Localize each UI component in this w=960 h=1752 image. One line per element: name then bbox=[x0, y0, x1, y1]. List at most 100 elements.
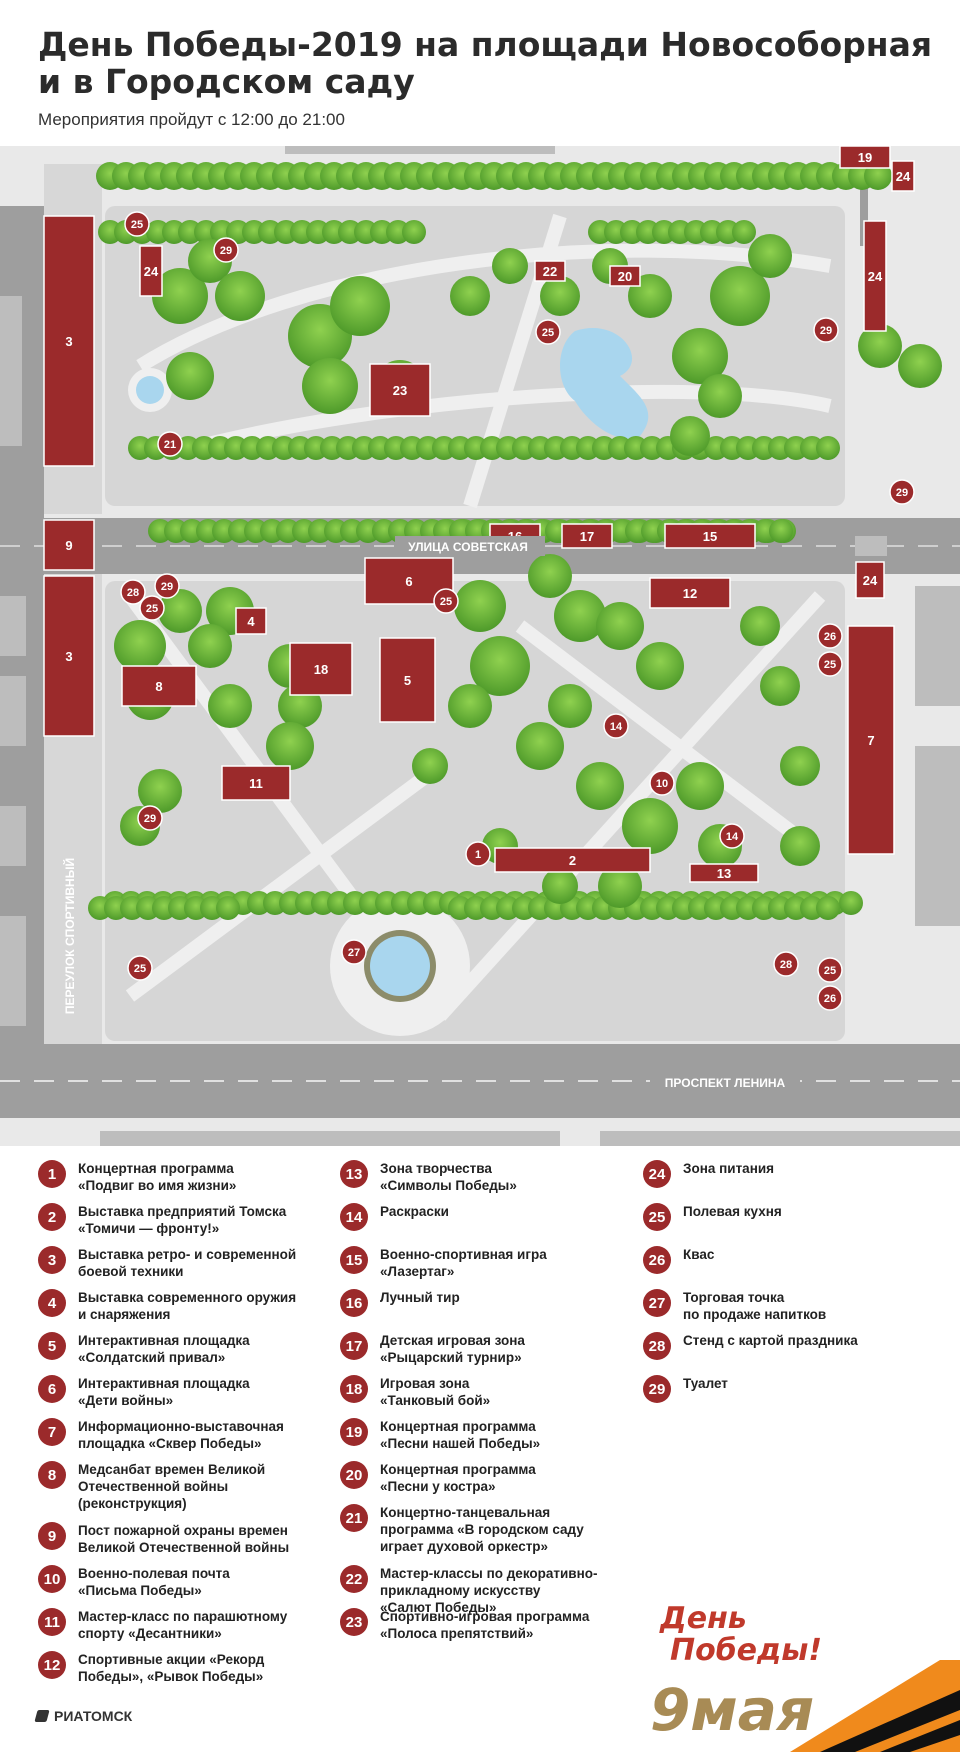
tree-clump bbox=[698, 374, 742, 418]
marker-zone-18: 18 bbox=[289, 642, 353, 696]
marker-number: 4 bbox=[247, 614, 255, 629]
legend-number-badge: 2 bbox=[38, 1203, 66, 1231]
page-subtitle: Мероприятия пройдут с 12:00 до 21:00 bbox=[38, 110, 345, 129]
marker-zone-12: 12 bbox=[649, 577, 731, 609]
marker-zone-2: 2 bbox=[494, 847, 651, 873]
legend-label: Зона питания bbox=[683, 1161, 775, 1176]
marker-zone-11: 11 bbox=[221, 765, 291, 801]
buildings bbox=[0, 146, 960, 1146]
marker-zone-19: 19 bbox=[839, 146, 891, 169]
legend-label: Военно-полевая почта «Письма Победы» bbox=[78, 1566, 230, 1598]
legend-number-badge: 26 bbox=[643, 1246, 671, 1274]
marker-number: 8 bbox=[155, 679, 162, 694]
marker-number: 24 bbox=[868, 269, 883, 284]
legend-label: Раскраски bbox=[380, 1204, 449, 1219]
tree-clump bbox=[748, 234, 792, 278]
marker-number: 1 bbox=[475, 849, 481, 861]
legend-item-8: 8 Медсанбат времен Великой Отечественной … bbox=[38, 1461, 318, 1512]
logo-line1: День bbox=[659, 1601, 747, 1636]
tree-clump bbox=[598, 864, 642, 908]
logo-line2: Победы! bbox=[670, 1633, 822, 1668]
page-title: День Победы-2019 на площади Новособорная… bbox=[38, 25, 933, 101]
marker-point-29: 29 bbox=[889, 479, 915, 505]
marker-number: 2 bbox=[569, 853, 576, 868]
marker-number: 25 bbox=[542, 327, 554, 339]
tree-clump bbox=[302, 358, 358, 414]
tree-clump bbox=[138, 769, 182, 813]
legend-number-badge: 11 bbox=[38, 1608, 66, 1636]
marker-number: 14 bbox=[610, 721, 623, 733]
tree-clump bbox=[636, 642, 684, 690]
marker-number: 28 bbox=[780, 959, 792, 971]
tree bbox=[864, 162, 892, 190]
legend-number-badge: 15 bbox=[340, 1246, 368, 1274]
marker-point-28: 28 bbox=[120, 579, 146, 605]
tree-clump bbox=[528, 554, 572, 598]
marker-number: 29 bbox=[161, 581, 173, 593]
marker-zone-8: 8 bbox=[121, 665, 197, 707]
legend-number-badge: 25 bbox=[643, 1203, 671, 1231]
marker-point-29: 29 bbox=[813, 317, 839, 343]
marker-number: 13 bbox=[717, 866, 731, 881]
tree-clump bbox=[470, 636, 530, 696]
legend-number-badge: 8 bbox=[38, 1461, 66, 1489]
marker-number: 24 bbox=[896, 169, 911, 184]
marker-number: 28 bbox=[127, 587, 139, 599]
tree-clump bbox=[676, 762, 724, 810]
legend-number-badge: 20 bbox=[340, 1461, 368, 1489]
legend-label: Пост пожарной охраны времен Великой Отеч… bbox=[78, 1523, 290, 1555]
marker-number: 27 bbox=[348, 947, 360, 959]
marker-point-21: 21 bbox=[157, 431, 183, 457]
tree-clump bbox=[596, 602, 644, 650]
legend-number-badge: 17 bbox=[340, 1332, 368, 1360]
legend-number-badge: 23 bbox=[340, 1608, 368, 1636]
legend-number-badge: 6 bbox=[38, 1375, 66, 1403]
legend-label: Военно-спортивная игра «Лазертаг» bbox=[380, 1247, 547, 1279]
marker-number: 25 bbox=[134, 963, 146, 975]
legend-number-badge: 18 bbox=[340, 1375, 368, 1403]
legend-label: Туалет bbox=[683, 1376, 728, 1391]
marker-point-29: 29 bbox=[137, 805, 163, 831]
marker-zone-9: 9 bbox=[43, 519, 95, 571]
street-label-sovetskaya: УЛИЦА СОВЕТСКАЯ bbox=[408, 540, 528, 554]
marker-number: 24 bbox=[863, 573, 878, 588]
legend-label: Лучный тир bbox=[380, 1290, 460, 1305]
marker-zone-3: 3 bbox=[43, 575, 95, 737]
tree-clump bbox=[710, 266, 770, 326]
marker-number: 17 bbox=[580, 529, 594, 544]
tree-clump bbox=[898, 344, 942, 388]
tree-clump bbox=[542, 868, 578, 904]
legend-number-badge: 21 bbox=[340, 1504, 368, 1532]
marker-zone-13: 13 bbox=[689, 863, 759, 883]
legend-number-badge: 4 bbox=[38, 1289, 66, 1317]
tree-clump bbox=[672, 328, 728, 384]
tree bbox=[769, 519, 793, 543]
legend-number-badge: 27 bbox=[643, 1289, 671, 1317]
tree-clump bbox=[548, 684, 592, 728]
legend-label: Интерактивная площадка «Солдатский прива… bbox=[78, 1333, 250, 1365]
legend-label: Выставка современного оружия и снаряжени… bbox=[78, 1290, 297, 1322]
tree-clump bbox=[330, 276, 390, 336]
tree-clump bbox=[858, 324, 902, 368]
tree-clump bbox=[114, 620, 166, 672]
marker-point-25: 25 bbox=[139, 595, 165, 621]
marker-point-26: 26 bbox=[817, 985, 843, 1011]
marker-number: 10 bbox=[656, 778, 668, 790]
brand-logo: РИАТОМСК bbox=[34, 1708, 132, 1724]
marker-number: 25 bbox=[824, 965, 836, 977]
legend-label: Концертно-танцевальная программа «В горо… bbox=[380, 1505, 584, 1554]
marker-point-10: 10 bbox=[649, 770, 675, 796]
marker-point-25: 25 bbox=[817, 957, 843, 983]
legend-item-21: 21 Концертно-танцевальная программа «В го… bbox=[340, 1504, 620, 1555]
map-markers: 3391924242420222316171561241858117241322… bbox=[43, 146, 915, 1011]
legend-label: Медсанбат времен Великой Отечественной в… bbox=[78, 1462, 266, 1511]
legend-label: Игровая зона «Танковый бой» bbox=[380, 1376, 491, 1408]
